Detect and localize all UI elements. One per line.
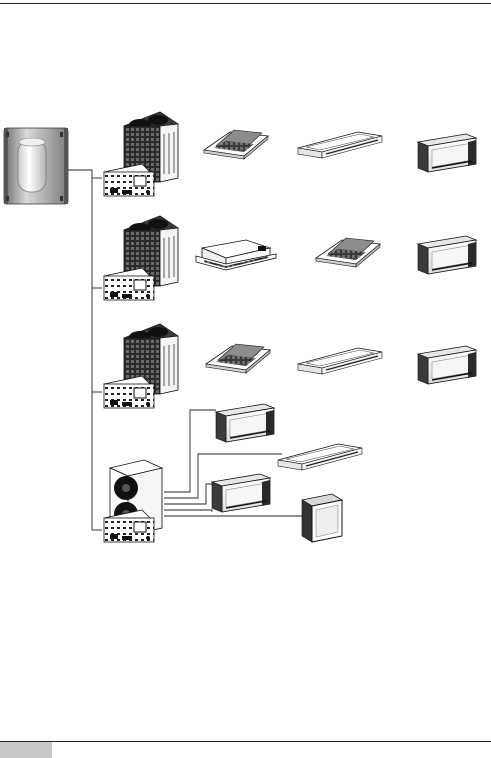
bottom-rule: [0, 741, 491, 742]
indoor-1-3-wall-mounted-icon: [418, 134, 476, 172]
indoor-2-1-duct-icon: [196, 240, 276, 270]
indoor-3-3-wall-mounted-icon: [418, 346, 476, 384]
indoor-3-1-cassette-icon: [206, 344, 270, 373]
control-wiring: [68, 170, 102, 530]
indoor-1-1-cassette-icon: [204, 130, 268, 159]
outdoor-unit-2: [104, 216, 178, 300]
indoor-4-2-one-way-cassette-icon: [278, 444, 362, 470]
outdoor-unit-4: [104, 460, 162, 542]
indoor-2-2-cassette-icon: [316, 238, 380, 267]
outdoor-unit-3: [104, 324, 178, 408]
indoor-2-3-wall-mounted-icon: [418, 236, 476, 274]
outdoor-unit-1: [104, 112, 178, 196]
indoor-4-3-wall-mounted-icon: [212, 474, 270, 512]
indoor-4-4-console-icon: [302, 494, 342, 542]
page-number-tab: [0, 742, 52, 758]
indoor-4-1-wall-mounted-icon: [216, 404, 274, 442]
indoor-3-2-one-way-cassette-icon: [298, 348, 382, 374]
central-controller: [4, 128, 68, 204]
indoor-1-2-one-way-cassette-icon: [298, 132, 382, 158]
